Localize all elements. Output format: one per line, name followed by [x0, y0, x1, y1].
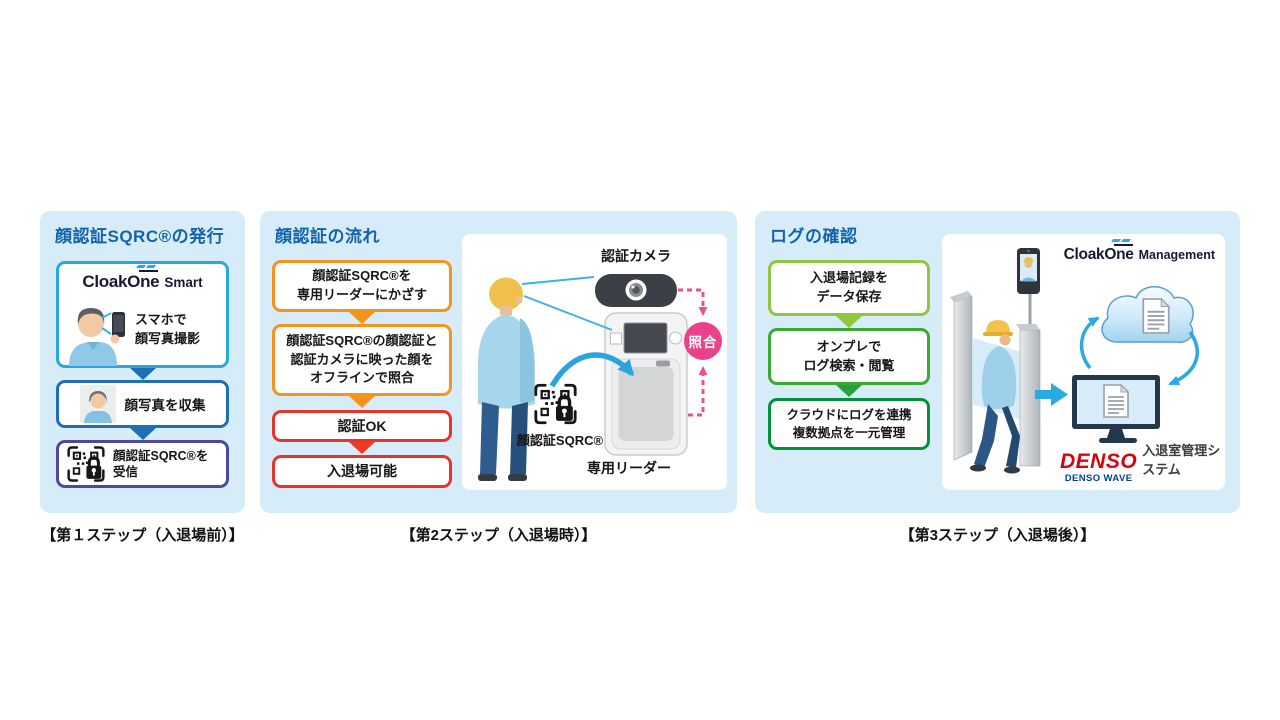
flow-box-entry-allowed: 入退場可能 — [272, 455, 452, 488]
reader-scene: 認証カメラ 照合 顔認証SQRC® 専用リーダー — [462, 234, 727, 490]
flow-box-auth-ok: 認証OK — [272, 410, 452, 442]
denso-logo: DENSO DENSO WAVE — [1060, 451, 1137, 484]
person-with-smartphone-illustration — [69, 308, 125, 366]
log-management-scene-illustration — [950, 248, 1200, 474]
flow-box-save-log: 入退場記録を データ保存 — [768, 260, 930, 316]
receive-box-label: 顔認証SQRC®を 受信 — [113, 448, 209, 479]
step3-title: ログの確認 — [770, 227, 858, 246]
step3-panel: ログの確認 入退場記録を データ保存 オンプレで ログ検索・閲覧 クラウドにログ… — [755, 211, 1240, 513]
face-auth-scene-illustration — [477, 274, 708, 481]
step2-panel: 顔認証の流れ 顔認証SQRC®を 専用リーダーにかざす 顔認証SQRC®の顔認証… — [260, 211, 737, 513]
step2-caption: 【第2ステップ（入退場時）】 — [400, 527, 597, 544]
flow-box-offline-match: 顔認証SQRC®の顔認証と 認証カメラに映った顔を オフラインで照合 — [272, 324, 452, 396]
product-text: Management — [1138, 248, 1215, 262]
down-arrow-icon — [836, 385, 862, 397]
flow-box-onprem-search: オンプレで ログ検索・閲覧 — [768, 328, 930, 385]
down-arrow-icon — [836, 316, 862, 328]
step1-caption: 【第１ステップ（入退場前）】 — [41, 527, 244, 544]
down-arrow-icon — [129, 368, 156, 380]
cloakone-accent-icon — [1110, 239, 1134, 248]
management-scene: CloakOne Management DENSO DENSO WAVE 入退室… — [942, 234, 1225, 490]
denso-wordmark: DENSO — [1060, 450, 1138, 473]
flow-box-hold-reader: 顔認証SQRC®を 専用リーダーにかざす — [272, 260, 452, 312]
system-label: 入退室管理システム — [1142, 443, 1221, 477]
camera-label: 認証カメラ — [601, 248, 671, 264]
smartphone-capture-box: CloakOne Smart スマホで 顔写真撮影 — [56, 261, 229, 368]
match-badge: 照合 — [684, 322, 722, 360]
sqrc-lock-icon — [66, 445, 106, 483]
flow-box-cloud-link: クラウドにログを連携 複数拠点を一元管理 — [768, 398, 930, 450]
cloakone-accent-icon — [136, 265, 159, 274]
denso-branding: DENSO DENSO WAVE 入退室管理システム — [1060, 440, 1225, 484]
step1-panel: 顔認証SQRC®の発行 CloakOne Smart スマホで — [40, 211, 245, 513]
cloakone-wordmark: CloakOne — [1063, 239, 1134, 264]
cloakone-smart-logo: CloakOne Smart — [59, 265, 226, 292]
down-arrow-icon — [349, 396, 375, 408]
step3-caption: 【第3ステップ（入退場後）】 — [899, 527, 1096, 544]
cloakone-wordmark: CloakOne — [82, 265, 160, 292]
face-photo-avatar-icon — [79, 385, 116, 423]
collect-box-label: 顔写真を収集 — [124, 398, 206, 413]
down-arrow-icon — [349, 442, 375, 454]
step2-title: 顔認証の流れ — [275, 227, 380, 246]
brand-text: CloakOne — [1063, 246, 1134, 263]
cloakone-management-logo: CloakOne Management — [1063, 239, 1215, 264]
product-text: Smart — [164, 275, 203, 290]
receive-sqrc-box: 顔認証SQRC®を 受信 — [56, 440, 229, 488]
sqrc-label: 顔認証SQRC® — [516, 433, 604, 448]
reader-label: 専用リーダー — [587, 460, 671, 476]
sqrc-lock-icon — [533, 382, 578, 426]
collect-photo-box: 顔写真を収集 — [56, 380, 229, 428]
down-arrow-icon — [129, 428, 156, 440]
step1-title: 顔認証SQRC®の発行 — [55, 227, 225, 246]
down-arrow-icon — [349, 312, 375, 324]
photo-box-label: スマホで 顔写真撮影 — [135, 312, 201, 346]
brand-text: CloakOne — [82, 272, 160, 291]
denso-wave-wordmark: DENSO WAVE — [1064, 473, 1133, 484]
